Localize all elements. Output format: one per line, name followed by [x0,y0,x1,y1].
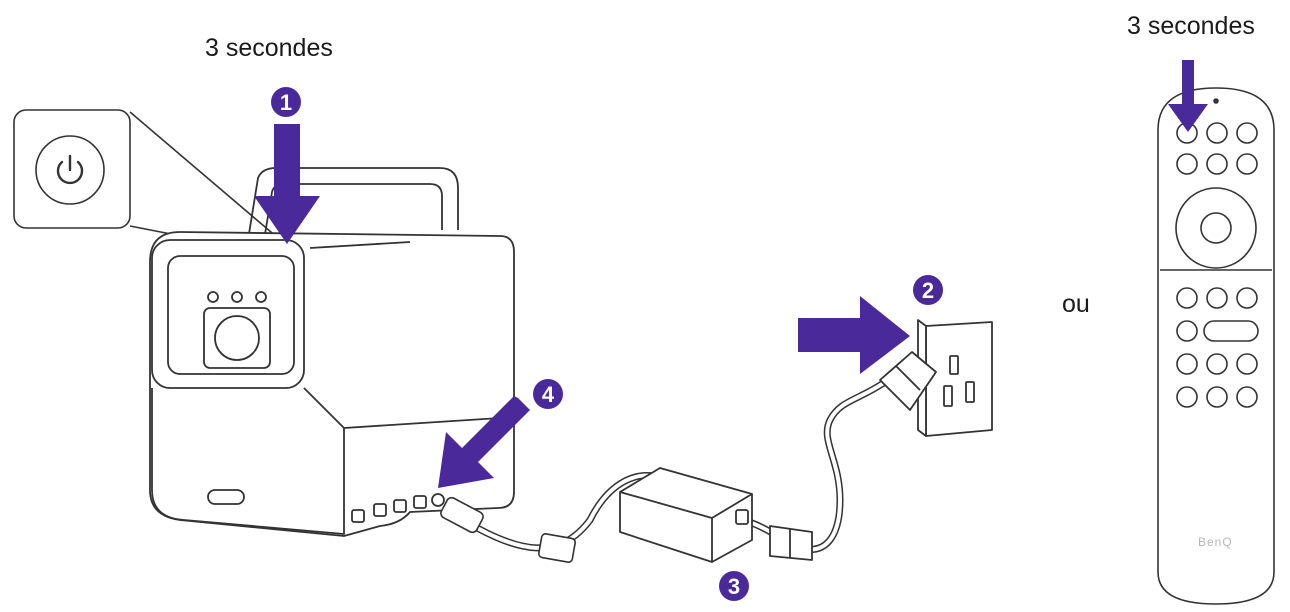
step-3-number: 3 [728,574,740,599]
step-badges: 1 2 3 4 [271,87,943,601]
right-duration-label: 3 secondes [1127,12,1255,40]
step-4-number: 4 [542,382,555,407]
power-button-callout [13,109,279,245]
wall-socket [879,319,993,437]
step-1-number: 1 [280,90,292,115]
dc-plug [440,496,576,563]
projector [149,167,515,537]
step-2-number: 2 [922,278,934,303]
arrows [254,60,1208,488]
arrow-down-remote [1168,60,1208,132]
remote-brand-logo: BenQ [1198,535,1233,549]
arrow-right-2 [798,296,910,374]
or-label: ou [1062,290,1090,318]
left-duration-label: 3 secondes [205,34,333,62]
remote-control [1157,87,1275,605]
power-icon [35,135,105,205]
arrow-diagonal-4 [438,396,530,488]
power-adapter [619,467,813,563]
arrow-down-1 [254,124,320,244]
